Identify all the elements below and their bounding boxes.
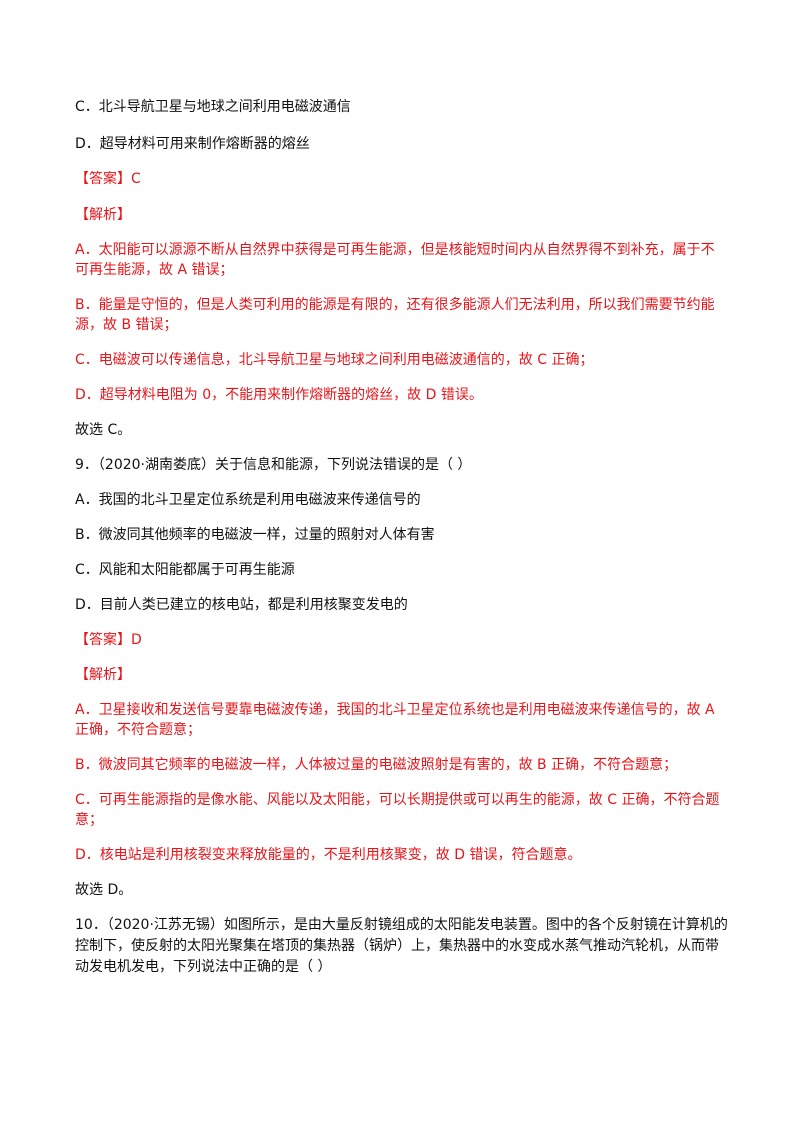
q8-analysis-line: C．电磁波可以传递信息，北斗导航卫星与地球之间利用电磁波通信的，故 C 正确；: [75, 352, 594, 368]
q9-answer: 【答案】D: [75, 632, 142, 648]
q8-conclusion: 故选 C。: [75, 422, 132, 438]
q8-analysis-line: B．能量是守恒的，但是人类可利用的能源是有限的，还有很多能源人们无法利用，所以我…: [75, 297, 715, 313]
q10-stem-line: 10．（2020·江苏无锡）如图所示，是由大量反射镜组成的太阳能发电装置。图中的…: [75, 917, 728, 933]
q9-analysis-line: A．卫星接收和发送信号要靠电磁波传递，我国的北斗卫星定位系统也是利用电磁波来传递…: [75, 702, 715, 718]
q8-analysis-line: 源，故 B 错误；: [75, 317, 178, 333]
q9-analysis-line: D．核电站是利用核裂变来释放能量的，不是利用核聚变，故 D 错误，符合题意。: [75, 847, 582, 863]
q8-analysis-heading: 【解析】: [75, 207, 131, 223]
q8-option-d: D．超导材料可用来制作熔断器的熔丝: [75, 136, 310, 152]
q9-analysis-line: C．可再生能源指的是像水能、风能以及太阳能，可以长期提供或可以再生的能源，故 C…: [75, 792, 720, 808]
q9-analysis-heading: 【解析】: [75, 667, 131, 683]
q9-analysis-line: 正确，不符合题意；: [75, 722, 201, 738]
q10-stem-line: 控制下，使反射的太阳光聚集在塔顶的集热器（锅炉）上，集热器中的水变成水蒸气推动汽…: [75, 938, 719, 954]
q8-answer: 【答案】C: [75, 171, 141, 187]
q9-analysis-line: 意；: [75, 812, 103, 828]
q8-option-c: C．北斗导航卫星与地球之间利用电磁波通信: [75, 99, 351, 115]
q8-analysis-line: D．超导材料电阻为 0，不能用来制作熔断器的熔丝，故 D 错误。: [75, 387, 483, 403]
q10-stem-line: 动发电机发电，下列说法中正确的是（ ）: [75, 959, 332, 975]
q9-conclusion: 故选 D。: [75, 882, 133, 898]
q9-option-c: C．风能和太阳能都属于可再生能源: [75, 562, 295, 578]
q9-option-d: D．目前人类已建立的核电站，都是利用核聚变发电的: [75, 597, 408, 613]
q9-option-a: A．我国的北斗卫星定位系统是利用电磁波来传递信号的: [75, 492, 421, 508]
q8-analysis-line: 可再生能源，故 A 错误；: [75, 262, 234, 278]
q9-stem: 9．（2020·湖南娄底）关于信息和能源，下列说法错误的是（ ）: [75, 457, 472, 473]
q8-analysis-line: A．太阳能可以源源不断从自然界中获得是可再生能源，但是核能短时间内从自然界得不到…: [75, 242, 715, 258]
q9-option-b: B．微波同其他频率的电磁波一样，过量的照射对人体有害: [75, 527, 435, 543]
q9-analysis-line: B．微波同其它频率的电磁波一样，人体被过量的电磁波照射是有害的，故 B 正确，不…: [75, 757, 678, 773]
